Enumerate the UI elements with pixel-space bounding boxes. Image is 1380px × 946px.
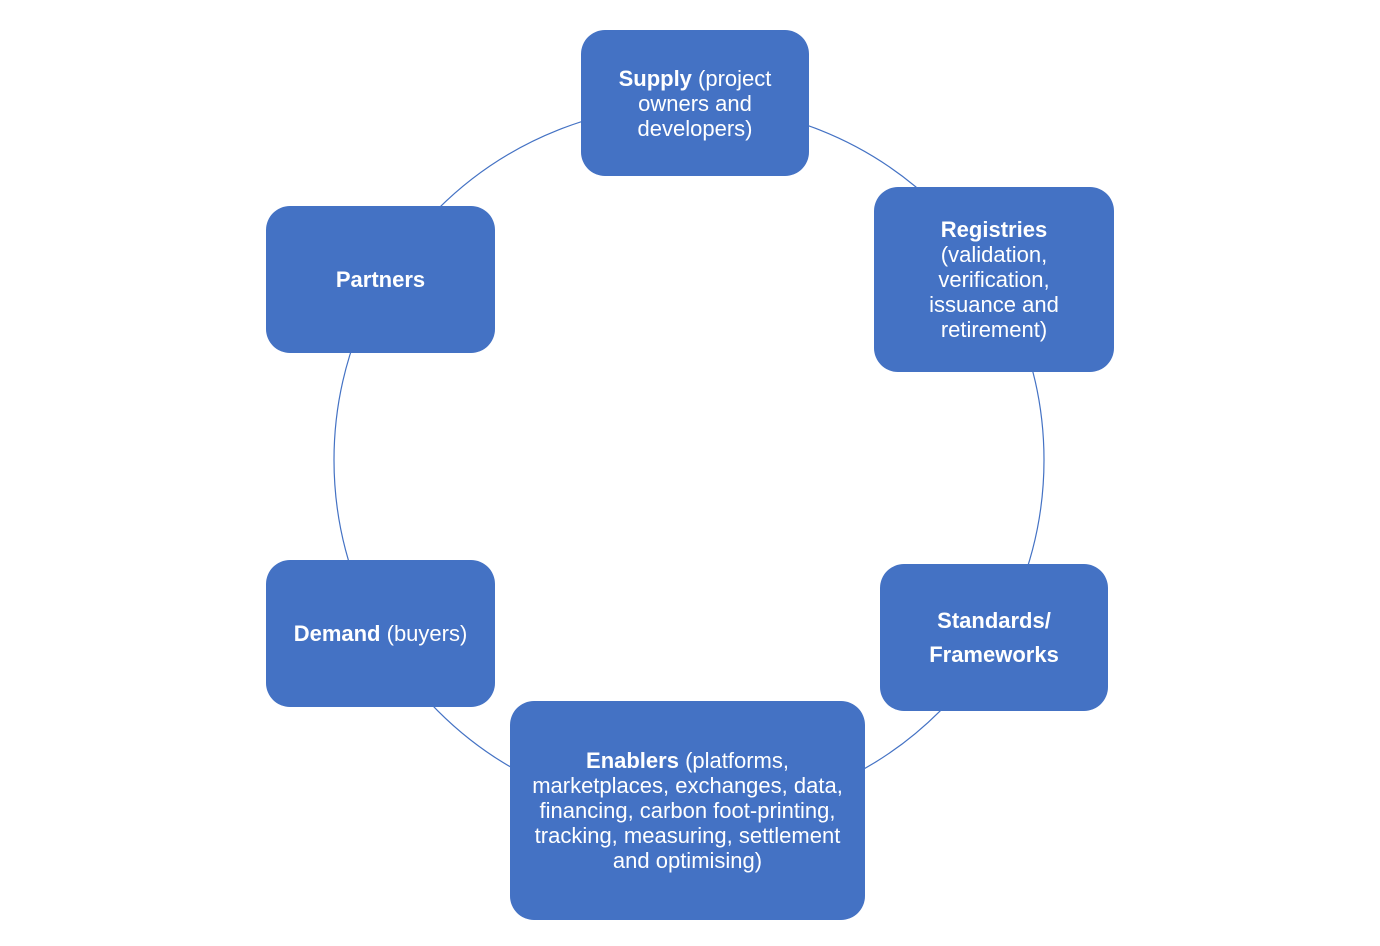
node-standards-title: Standards/ Frameworks — [929, 607, 1059, 667]
node-enablers: Enablers (platforms, marketplaces, excha… — [510, 701, 865, 920]
node-demand-desc: (buyers) — [380, 621, 468, 646]
node-demand: Demand (buyers) — [266, 560, 495, 707]
node-standards: Standards/ Frameworks — [880, 564, 1108, 711]
node-partners: Partners — [266, 206, 495, 353]
node-supply-title: Supply — [618, 65, 692, 91]
node-enablers-title: Enablers — [586, 748, 679, 773]
node-registries: Registries (validation, verification, is… — [874, 187, 1114, 372]
node-enablers-desc: (platforms, marketplaces, exchanges, dat… — [532, 748, 843, 873]
node-registries-desc: (validation, verification, issuance and … — [929, 242, 1059, 342]
node-partners-title: Partners — [335, 267, 426, 292]
node-supply-desc: (project owners and developers) — [637, 65, 772, 141]
node-demand-title: Demand — [293, 621, 381, 646]
node-registries-title: Registries — [940, 217, 1048, 242]
node-supply: Supply (project owners and developers) — [581, 30, 809, 176]
